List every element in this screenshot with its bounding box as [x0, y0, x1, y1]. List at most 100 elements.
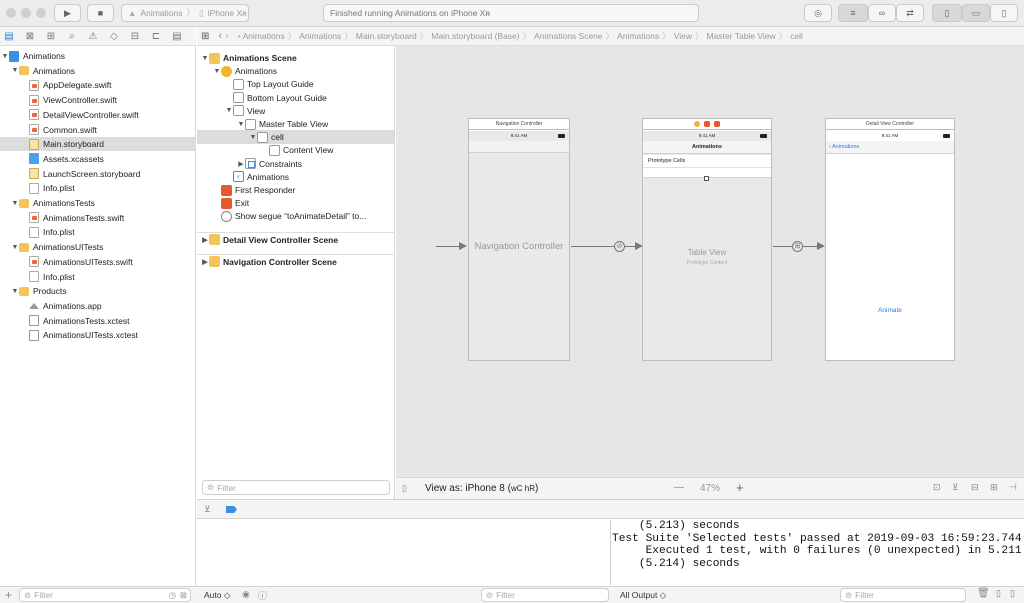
outline-scene-item[interactable]: ▶Navigation Controller Scene	[197, 254, 394, 268]
navigator-item[interactable]: AnimationsUITests.xctest	[0, 328, 196, 342]
outline-item[interactable]: ‹Animations	[197, 170, 394, 184]
back-arrow-icon[interactable]: ‹	[218, 30, 223, 42]
assistant-editor-button[interactable]: ∞	[868, 4, 896, 22]
disclosure-triangle-icon[interactable]: ▼	[201, 54, 209, 62]
report-navigator-icon[interactable]: ▤	[172, 30, 182, 42]
jumpbar-item-controller[interactable]: Animations	[617, 31, 660, 41]
first-responder-icon[interactable]	[704, 121, 710, 127]
navigator-item[interactable]: Assets.xcassets	[0, 152, 196, 166]
issue-navigator-icon[interactable]: ⚠	[88, 30, 98, 42]
disclosure-triangle-icon[interactable]: ▶	[202, 236, 208, 244]
disclosure-triangle-icon[interactable]: ▼	[237, 120, 245, 128]
resolve-issues-icon[interactable]: ⊣	[1009, 482, 1017, 492]
navigation-controller-scene[interactable]: Navigation Controller 9:41 AM Navigation…	[468, 118, 570, 361]
find-navigator-icon[interactable]: ⌕	[69, 30, 75, 42]
jumpbar-item-tableview[interactable]: Master Table View	[706, 31, 776, 41]
relationship-segue-icon[interactable]: ⊘	[614, 241, 625, 252]
zoom-in-button[interactable]: +	[736, 480, 744, 495]
embed-in-icon[interactable]: ⊻	[952, 482, 959, 492]
recent-files-icon[interactable]: ◷	[168, 589, 176, 600]
jumpbar-item-project[interactable]: ▪ Animations	[237, 31, 285, 41]
navigator-item[interactable]: Common.swift	[0, 123, 196, 137]
add-file-button[interactable]: +	[5, 588, 13, 602]
outline-item[interactable]: Exit	[197, 196, 394, 210]
jumpbar-item-scene[interactable]: Animations Scene	[534, 31, 603, 41]
document-outline-toggle-icon[interactable]: ▯	[402, 483, 407, 493]
zoom-window-button[interactable]	[36, 8, 46, 18]
navigator-item[interactable]: ▼AnimationsUITests	[0, 240, 196, 254]
navigator-item[interactable]: ▼Animations	[0, 49, 196, 63]
outline-item[interactable]: Top Layout Guide	[197, 77, 394, 91]
navigator-item[interactable]: AnimationsTests.swift	[0, 211, 196, 225]
project-navigator-icon[interactable]: ▤	[4, 30, 14, 42]
disclosure-triangle-icon[interactable]: ▼	[213, 67, 221, 75]
source-control-filter-icon[interactable]: ⊠	[179, 589, 187, 600]
exit-icon[interactable]	[714, 121, 720, 127]
outline-item[interactable]: Bottom Layout Guide	[197, 91, 394, 105]
auto-variables-popup[interactable]: Auto ◇	[204, 590, 231, 600]
disclosure-triangle-icon[interactable]: ▼	[249, 133, 257, 141]
navigator-item[interactable]: ▼AnimationsTests	[0, 196, 196, 210]
add-constraints-icon[interactable]: ⊞	[990, 482, 998, 492]
standard-editor-button[interactable]: ≡	[838, 4, 868, 22]
show-console-icon[interactable]: ▯	[1010, 588, 1015, 598]
navigator-item[interactable]: LaunchScreen.storyboard	[0, 167, 196, 181]
navigator-filter-field[interactable]: ⊜ Filter ◷ ⊠	[19, 588, 191, 602]
jumpbar-item-base[interactable]: Main.storyboard (Base)	[431, 31, 520, 41]
disclosure-triangle-icon[interactable]: ▼	[11, 243, 19, 251]
navigator-item[interactable]: AppDelegate.swift	[0, 78, 196, 92]
disclosure-triangle-icon[interactable]: ▼	[225, 107, 233, 115]
console-filter-field[interactable]: ⊜ Filter	[840, 588, 966, 602]
minimize-window-button[interactable]	[21, 8, 31, 18]
hide-debug-area-icon[interactable]: ⊻	[204, 504, 211, 514]
related-items-icon[interactable]: ⊞	[201, 30, 210, 42]
outline-item[interactable]: ▼Master Table View	[197, 117, 394, 131]
storyboard-canvas[interactable]: Navigation Controller 9:41 AM Navigation…	[396, 46, 1024, 477]
source-control-icon[interactable]: ⊠	[25, 30, 35, 42]
navigator-item[interactable]: Main.storyboard	[0, 137, 196, 152]
version-editor-button[interactable]: ⇄	[896, 4, 924, 22]
jumpbar-item-view[interactable]: View	[673, 31, 693, 41]
toggle-inspector-button[interactable]: ▯	[990, 4, 1018, 22]
show-variables-icon[interactable]: ▯	[996, 588, 1001, 598]
outline-item[interactable]: ▼cell	[197, 130, 394, 145]
show-segue-icon[interactable]: ⊞	[792, 241, 803, 252]
close-window-button[interactable]	[6, 8, 16, 18]
animate-button[interactable]: Animate	[878, 307, 902, 314]
disclosure-triangle-icon[interactable]: ▼	[11, 67, 19, 75]
outline-item[interactable]: Show segue “toAnimateDetail” to...	[197, 209, 394, 223]
scheme-selector[interactable]: ▲ Animations 〉 ▯ iPhone Xʀ	[121, 4, 249, 22]
outline-item[interactable]: First Responder	[197, 183, 394, 197]
navigator-item[interactable]: Info.plist	[0, 181, 196, 195]
outline-scene-item[interactable]: ▶Detail View Controller Scene	[197, 232, 394, 246]
navigator-item[interactable]: ▼Products	[0, 284, 196, 298]
disclosure-triangle-icon[interactable]: ▶	[202, 258, 208, 266]
navigator-item[interactable]: AnimationsUITests.swift	[0, 255, 196, 269]
jumpbar-item-group[interactable]: Animations	[299, 31, 342, 41]
outline-item[interactable]: ▶Constraints	[197, 157, 394, 171]
test-navigator-icon[interactable]: ◇	[110, 30, 118, 42]
toggle-navigator-button[interactable]: ▯	[932, 4, 962, 22]
outline-filter-field[interactable]: ⊜ Filter	[202, 480, 390, 495]
outline-item[interactable]: ▼View	[197, 104, 394, 118]
update-frames-icon[interactable]: ⊡	[933, 482, 941, 492]
variables-filter-field[interactable]: ⊜ Filter	[481, 588, 609, 602]
zoom-out-button[interactable]: —	[674, 482, 684, 493]
view-controller-icon[interactable]	[694, 121, 700, 127]
trash-icon[interactable]: 🗑	[977, 588, 990, 599]
navigator-item[interactable]: Animations.app	[0, 299, 196, 313]
cell-resize-handle[interactable]	[704, 176, 709, 181]
navigator-item[interactable]: AnimationsTests.xctest	[0, 314, 196, 328]
back-button[interactable]: ‹ Animations	[826, 141, 954, 154]
detail-view-controller-scene[interactable]: Detail View Controller 9:41 AM ‹ Animati…	[825, 118, 955, 361]
jumpbar-item-file[interactable]: Main.storyboard	[355, 31, 417, 41]
navigator-item[interactable]: DetailViewController.swift	[0, 108, 196, 122]
navigator-item[interactable]: Info.plist	[0, 270, 196, 284]
navigator-item[interactable]: ViewController.swift	[0, 93, 196, 107]
info-icon[interactable]: ⓘ	[258, 591, 268, 601]
forward-arrow-icon[interactable]: ›	[225, 30, 229, 42]
breakpoint-navigator-icon[interactable]: ⊏	[151, 30, 161, 42]
quick-look-icon[interactable]: ◉	[242, 589, 250, 599]
animations-scene[interactable]: 9:41 AM Animations Prototype Cells Table…	[642, 118, 772, 361]
output-filter-popup[interactable]: All Output ◇	[620, 590, 667, 600]
